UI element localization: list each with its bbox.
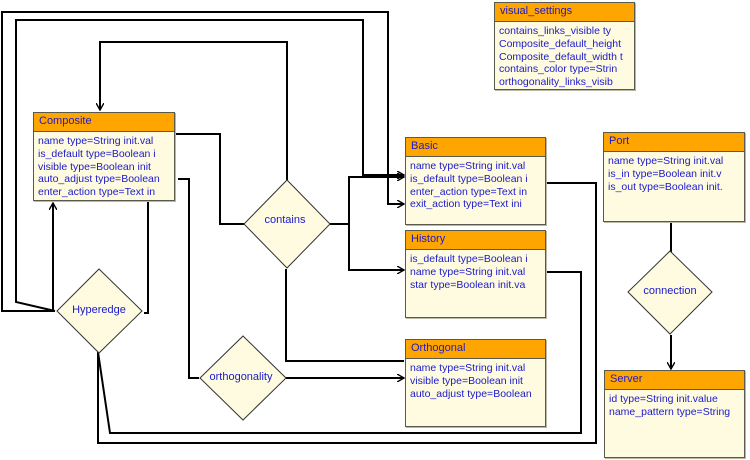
class-port[interactable]: Port name type=String init.val is_in typ… [603, 132, 745, 222]
edge-contains-to-basic [330, 177, 404, 225]
class-attribute: visible type=Boolean init [410, 374, 523, 387]
class-attribute: contains_color type=Strin [499, 63, 618, 76]
class-attribute: exit_action type=Text ini [410, 198, 522, 211]
relation-diamond-hyperedge[interactable] [56, 268, 143, 354]
class-title: Server [605, 371, 744, 390]
class-attribute: contains_links_visible ty [499, 25, 612, 37]
edge-hyperedge-inner-loop [15, 19, 404, 312]
class-attribute: name type=String init.val [410, 160, 526, 172]
class-attribute: is_default type=Boolean i [410, 172, 528, 185]
class-composite[interactable]: Composite name type=String init.val is_d… [33, 112, 175, 201]
relation-label-connection: connection [643, 285, 697, 297]
class-server[interactable]: Server id type=String init.value name_pa… [604, 370, 745, 458]
edge-hyperedge-to-history [97, 271, 582, 434]
class-title: visual_settings [495, 3, 634, 22]
edge-contains-to-orthogonal [285, 269, 404, 362]
class-title: Port [604, 133, 744, 152]
relation-label-contains: contains [264, 214, 306, 226]
class-attribute: is_default type=Boolean i [38, 147, 156, 160]
class-attribute: name type=String init.val [608, 155, 724, 167]
class-attribute: name_pattern type=String [609, 405, 731, 418]
edge-composite-to-orthogonality [178, 178, 199, 379]
class-attribute: auto_adjust type=Boolean [38, 173, 160, 186]
relation-diamond-orthogonality[interactable] [199, 335, 287, 421]
class-attribute: orthogonality_links_visib [499, 76, 613, 89]
class-attribute: name type=String init.val [410, 362, 526, 374]
edge-composite-to-contains [176, 133, 244, 225]
class-title: Basic [406, 138, 545, 157]
class-attribute: id type=String init.value [609, 393, 718, 405]
relation-diamond-contains[interactable] [243, 179, 331, 269]
relation-label-hyperedge: Hyperedge [72, 304, 126, 316]
class-basic[interactable]: Basic name type=String init.val is_defau… [405, 137, 546, 225]
edge-hyperedge-outer-loop [1, 11, 404, 312]
edge-hyperedge-to-basic [97, 182, 597, 444]
class-attribute: auto_adjust type=Boolean [410, 387, 532, 400]
class-attribute: is_out type=Boolean init. [608, 180, 723, 193]
relation-label-orthogonality: orthogonality [209, 371, 273, 383]
class-attribute: enter_action type=Text in [410, 185, 528, 198]
class-title: Orthogonal [406, 340, 545, 359]
class-title: History [406, 231, 545, 250]
class-attribute: is_in type=Boolean init.v [608, 167, 722, 180]
edge-contains-to-composite [100, 41, 288, 180]
class-attribute: visible type=Boolean init [38, 160, 151, 173]
class-orthogonal[interactable]: Orthogonal name type=String init.val vis… [405, 339, 546, 427]
class-attribute: is_default type=Boolean i [410, 253, 528, 265]
class-attribute: name type=String init.val [38, 135, 154, 147]
class-history[interactable]: History is_default type=Boolean i name t… [405, 230, 546, 318]
class-attribute: enter_action type=Text in [38, 186, 156, 199]
class-attribute: star type=Boolean init.va [410, 278, 526, 291]
edge-composite-to-hyperedge [144, 200, 149, 314]
class-attribute: name type=String init.val [410, 265, 526, 278]
class-attribute: Composite_default_width t [499, 50, 623, 63]
class-visual-settings[interactable]: visual_settings contains_links_visible t… [494, 2, 635, 90]
edge-contains-to-history [348, 224, 404, 270]
relation-diamond-connection[interactable] [627, 250, 713, 335]
class-attribute: Composite_default_height [499, 37, 622, 50]
class-title: Composite [34, 113, 174, 132]
